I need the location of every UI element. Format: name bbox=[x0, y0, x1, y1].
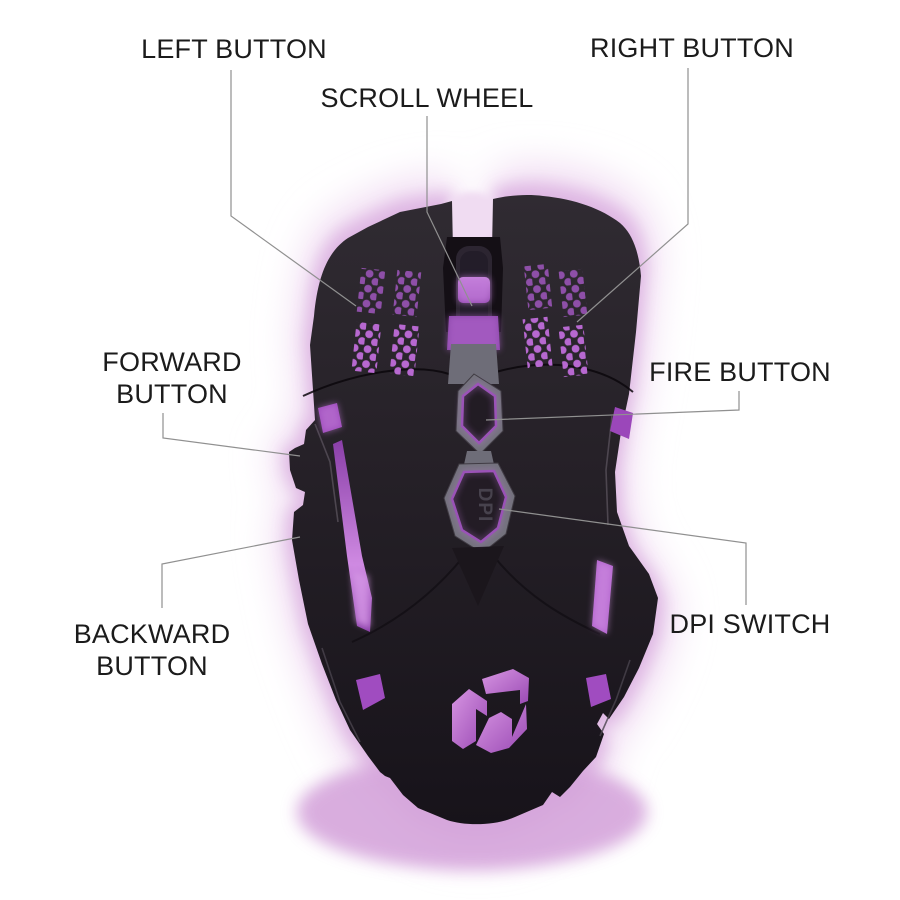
right-button-vents bbox=[522, 263, 589, 378]
scroll-wheel bbox=[443, 236, 503, 350]
label-dpi-switch: DPI SWITCH bbox=[669, 609, 831, 639]
label-forward-button: FORWARD BUTTON bbox=[102, 347, 242, 409]
forward-button-edge bbox=[318, 403, 342, 433]
leader-left-button bbox=[230, 70, 357, 307]
backward-button-edge bbox=[333, 440, 385, 710]
label-right-button: RIGHT BUTTON bbox=[590, 33, 794, 63]
dpi-switch-text: DPI bbox=[474, 488, 495, 523]
mouse-body bbox=[289, 195, 658, 825]
left-button-vents bbox=[351, 267, 422, 377]
leader-scroll-wheel bbox=[426, 116, 473, 307]
leader-forward-button bbox=[162, 413, 301, 457]
leader-dpi-switch bbox=[498, 508, 747, 605]
fire-button bbox=[460, 382, 498, 446]
leader-backward-button bbox=[161, 536, 301, 608]
label-fire-button: FIRE BUTTON bbox=[649, 357, 831, 387]
dpi-switch: DPI bbox=[450, 469, 508, 544]
label-backward-button: BACKWARD BUTTON bbox=[73, 619, 231, 681]
leader-fire-button bbox=[485, 391, 740, 421]
brand-logo-icon bbox=[452, 669, 529, 753]
label-left-button: LEFT BUTTON bbox=[141, 34, 327, 64]
right-side-accents bbox=[586, 407, 633, 707]
leader-right-button bbox=[576, 68, 689, 323]
label-scroll-wheel: SCROLL WHEEL bbox=[320, 83, 534, 113]
